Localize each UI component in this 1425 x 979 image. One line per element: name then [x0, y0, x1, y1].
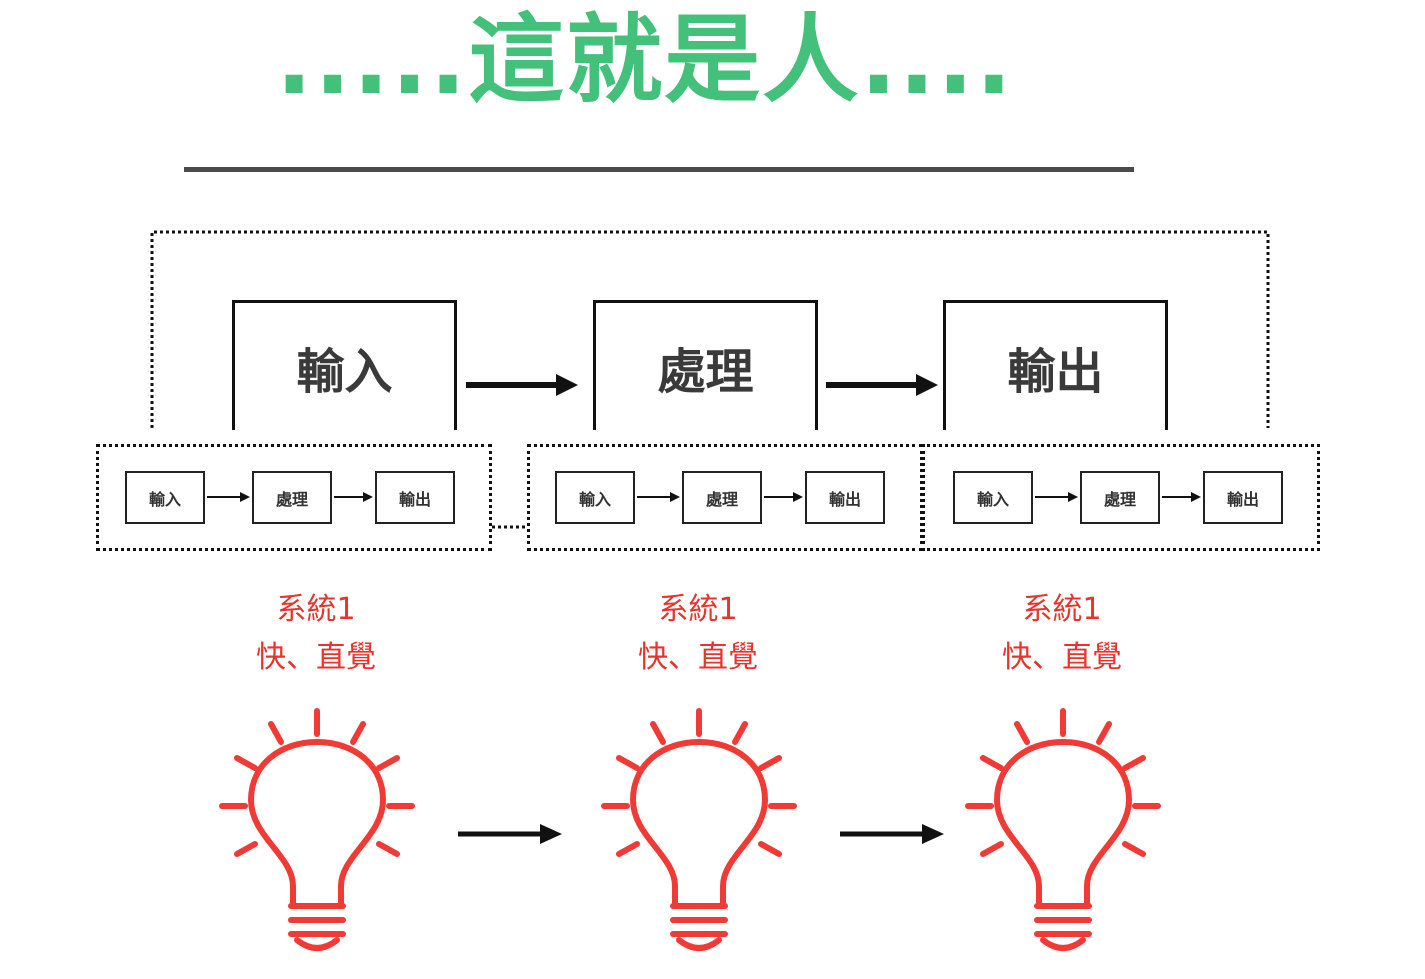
flow-box-process: 處理 — [593, 300, 818, 430]
arrow-icon — [826, 374, 938, 396]
system-label-1: 系統1 快、直覺 — [186, 586, 446, 682]
small-box-output: 輸出 — [1203, 471, 1283, 524]
title-divider — [184, 167, 1134, 172]
lightbulb-icon — [604, 711, 794, 948]
system-name: 系統1 — [1022, 592, 1102, 627]
system-label-2: 系統1 快、直覺 — [568, 586, 828, 682]
arrow-icon — [466, 374, 578, 396]
outer-dotted-frame — [150, 230, 1270, 428]
small-box-output: 輸出 — [375, 471, 455, 524]
flow-box-output: 輸出 — [943, 300, 1168, 430]
system-desc: 快、直覺 — [1002, 640, 1122, 675]
lightbulb-icon — [222, 711, 412, 948]
small-box-input: 輸入 — [125, 471, 205, 524]
system-name: 系統1 — [276, 592, 356, 627]
small-box-input: 輸入 — [953, 471, 1033, 524]
system-label-3: 系統1 快、直覺 — [932, 586, 1192, 682]
small-box-output: 輸出 — [805, 471, 885, 524]
system-desc: 快、直覺 — [638, 640, 758, 675]
flow-box-input: 輸入 — [232, 300, 457, 430]
small-box-process: 處理 — [682, 471, 762, 524]
small-box-process: 處理 — [252, 471, 332, 524]
lightbulb-icon — [968, 711, 1158, 948]
page-title: .....這就是人.... — [275, 4, 1015, 116]
arrow-icon — [458, 824, 562, 844]
system-name: 系統1 — [658, 592, 738, 627]
small-box-process: 處理 — [1080, 471, 1160, 524]
small-box-input: 輸入 — [555, 471, 635, 524]
system-desc: 快、直覺 — [256, 640, 376, 675]
arrow-icon — [840, 824, 944, 844]
